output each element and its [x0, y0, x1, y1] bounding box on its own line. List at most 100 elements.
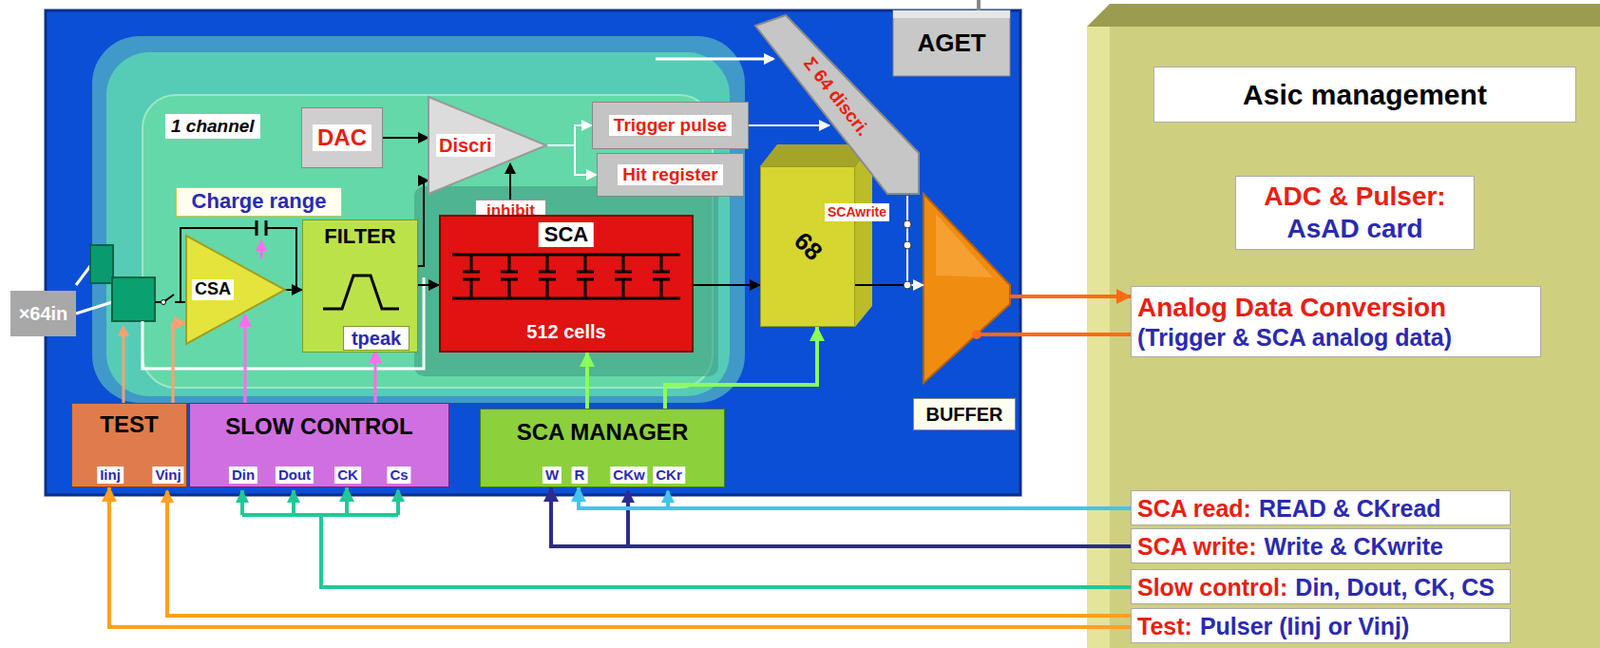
signal-connector [109, 487, 1131, 628]
memory-box: SCA 512 cells [438, 214, 694, 353]
node-text: Hit register [617, 164, 723, 187]
signal-connector [748, 124, 830, 127]
node-text: 1 channel [165, 114, 261, 139]
signal-connector [546, 145, 597, 175]
multiplexer-box: 68 [760, 166, 856, 327]
decor-line [291, 491, 296, 515]
signal-connector [509, 163, 512, 200]
node-text: AsAD card [1286, 212, 1423, 246]
node-text: Vinj [152, 466, 184, 484]
node-text: AGET [893, 12, 1010, 74]
part-label: ×64in [10, 290, 77, 337]
node-text: CK [334, 466, 362, 484]
decor-rect [893, 10, 1010, 77]
node-text: Test: [1137, 611, 1193, 641]
signal-connector [1009, 294, 1131, 299]
amplifier-triangle: CSA [186, 235, 286, 344]
decor-line [240, 491, 245, 515]
management-panel: Asic managementADC & Pulser:AsAD cardAna… [1086, 4, 1600, 648]
node-text: Iinj [96, 466, 124, 484]
node-text: Slow control: [1137, 572, 1288, 602]
node-text: 512 cells [526, 320, 606, 343]
node-text: CSA [191, 279, 234, 301]
channel-region: 1 channelDACDiscriTrigger pulseHit regis… [92, 36, 745, 403]
signal-connector [374, 350, 378, 403]
node-text: SCA write: [1137, 532, 1257, 561]
node-text: (Trigger & SCA analog data) [1137, 323, 1452, 352]
node-text: Write & CKwrite [1263, 532, 1443, 561]
decor-rect [45, 10, 1021, 496]
node-text: SLOW CONTROL [190, 413, 449, 441]
signal-connector [578, 487, 1131, 509]
node-text: FILTER [303, 224, 418, 249]
node-text: TEST [72, 411, 187, 439]
decor-line [666, 491, 670, 509]
decor-line [655, 57, 774, 61]
decor-line [122, 326, 126, 403]
node-text: SCA MANAGER [480, 419, 724, 447]
buffer-amplifier: BUFFER [923, 193, 1017, 429]
discriminator: Discri [428, 96, 547, 194]
decor-path [154, 301, 187, 304]
node-text: Pulser (Iinj or Vinj) [1200, 611, 1410, 641]
decor-line [976, 0, 981, 11]
signal-connector [907, 195, 924, 286]
node-text: SCA [538, 222, 594, 248]
decor-rect [1086, 26, 1110, 648]
signal-connector [976, 332, 1131, 337]
signal-connector [546, 125, 592, 146]
setting-box: tpeak [342, 325, 410, 351]
node-text: Din, Dout, CK, CS [1295, 572, 1495, 602]
decor-line [626, 491, 630, 547]
decor-line [76, 302, 113, 314]
range-box: Charge range [175, 187, 343, 217]
register-box: Hit register [596, 152, 744, 197]
decor-rect [893, 10, 1010, 19]
signal-connector [244, 314, 248, 403]
node-text: Dout [275, 466, 314, 484]
node-text: Cs [386, 466, 411, 484]
decor-line [260, 241, 264, 259]
decor-rect [112, 277, 155, 322]
decor-circle [903, 281, 912, 289]
signal-connector [172, 323, 187, 403]
decor-rect [414, 186, 719, 377]
test-block: TEST Iinj Vinj [71, 402, 188, 488]
signal-connector [285, 288, 303, 291]
node-text: Din [228, 466, 258, 484]
decor-polygon [923, 193, 1010, 383]
manager-block: SCA MANAGERWRCKwCKr [479, 408, 725, 488]
shape-polygon [186, 235, 286, 344]
chip: AGET 1 channel DAC Discri Trigger pulseHit r… [45, 10, 1021, 496]
part-label: SCAwrite [824, 203, 890, 222]
decor-circle [161, 300, 167, 305]
node-text: Asic management [1153, 66, 1577, 123]
decor-line [76, 266, 91, 286]
decor-circle [903, 220, 912, 229]
decor-path [256, 220, 267, 236]
node-text: ADC & Pulser: [1263, 180, 1446, 213]
decor-path [323, 275, 400, 309]
signal-connector [585, 352, 590, 409]
signal-box: SCA write:Write & CKwrite [1130, 528, 1511, 564]
node-text: R [571, 466, 589, 484]
decor-polygon [1086, 3, 1600, 27]
dac-box: DAC [301, 107, 383, 169]
decor-circle [903, 241, 912, 249]
node-text: Charge range [191, 189, 327, 214]
node-text: BUFFER [913, 398, 1016, 431]
decor-rect [92, 36, 745, 403]
decor-rect [1086, 26, 1600, 648]
decor-path [242, 490, 399, 515]
signal-connector [321, 487, 1131, 588]
node-text: DAC [312, 124, 372, 153]
signal-connector [382, 136, 429, 139]
node-text: Discri [436, 133, 496, 157]
trigger-box: Trigger pulse [591, 101, 749, 150]
signal-box: SCA read:READ & CKread [1130, 490, 1511, 526]
node-text: W [542, 466, 562, 484]
node-text: READ & CKread [1258, 494, 1442, 523]
decor-path [452, 254, 681, 299]
signal-connector [418, 284, 439, 286]
